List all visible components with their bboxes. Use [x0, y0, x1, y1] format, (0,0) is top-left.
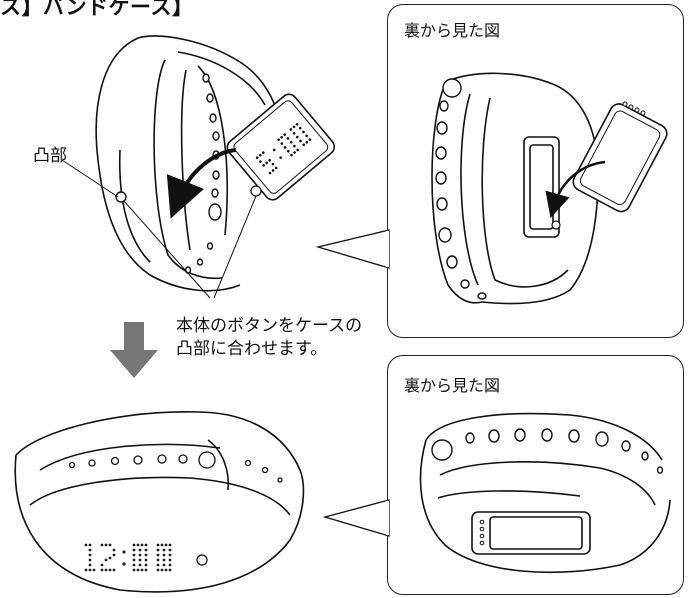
band-back-view-top — [431, 72, 599, 305]
device-button-dot — [250, 185, 262, 197]
band-back-view-bottom — [419, 412, 671, 574]
band-holes-back-bottom — [431, 428, 664, 474]
device-module-back — [572, 103, 668, 213]
band-holes-back-top — [435, 78, 487, 300]
protrusion-dot — [115, 191, 127, 203]
back-view-title-top: 裏から見た図 — [404, 21, 501, 40]
back-view-title-bottom: 裏から見た図 — [404, 376, 501, 395]
instruction-line-1: 本体のボタンをケースの — [176, 316, 363, 336]
callout-wedge-top — [315, 229, 390, 269]
protrusion-label: 凸部 — [33, 146, 67, 166]
band-bottom-left — [14, 411, 305, 593]
module-contact-dots — [622, 101, 646, 116]
down-arrow — [110, 322, 158, 378]
pointer-lines — [61, 159, 257, 299]
instruction-line-2: 凸部に合わせます。 — [176, 339, 328, 359]
device-module-top — [226, 93, 336, 201]
section-heading: ス】バンドケース】 — [0, 0, 194, 19]
back-view-panel-bottom — [387, 355, 684, 595]
led-time-display — [84, 543, 172, 572]
display-button — [196, 554, 208, 566]
module-contact-dots-bottom — [479, 519, 485, 546]
band-holes-bottom-left — [68, 451, 283, 483]
callout-wedge-bottom — [322, 499, 390, 537]
insert-arrow-top-left — [166, 148, 237, 219]
insert-arrow-back — [545, 160, 606, 219]
band-holes-top-left — [184, 73, 222, 274]
